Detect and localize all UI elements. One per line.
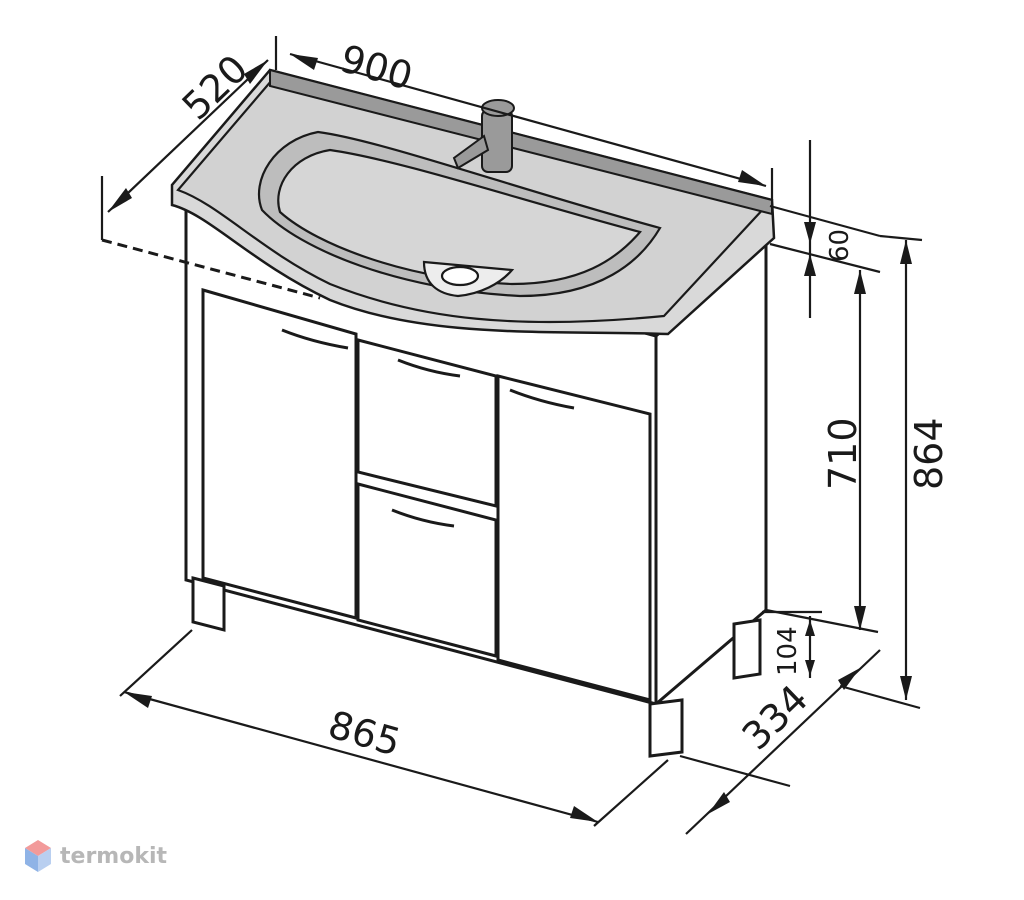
dim-line-base-width <box>123 690 599 824</box>
faucet-body <box>481 109 513 173</box>
right-door-handle <box>509 388 575 410</box>
watermark: termokit <box>24 836 167 876</box>
dim-line-top-width <box>289 52 767 188</box>
dim-top-height: 60 <box>825 229 855 262</box>
left-door <box>201 288 358 620</box>
drain-hole-icon <box>440 265 480 287</box>
watermark-text: termokit <box>60 843 168 869</box>
dim-base-depth: 334 <box>734 676 817 758</box>
lower-drawer <box>356 482 498 658</box>
termokit-logo-icon <box>25 840 51 872</box>
leg-front-left <box>191 576 226 632</box>
faucet-spout <box>452 134 490 170</box>
upper-drawer <box>356 338 498 508</box>
hidden-edge <box>101 238 321 300</box>
backsplash <box>269 68 773 216</box>
left-door-handle <box>281 328 349 350</box>
dim-base-width: 865 <box>324 702 406 764</box>
dim-line-depth <box>107 59 269 213</box>
leg-front-right <box>648 698 684 758</box>
dim-leg-height: 104 <box>773 626 803 676</box>
lower-drawer-handle <box>391 508 455 528</box>
bowl-inner <box>277 148 642 286</box>
dim-total-height: 864 <box>907 417 951 490</box>
dim-body-height: 710 <box>821 417 865 490</box>
upper-drawer-handle <box>397 358 461 378</box>
leg-back-right <box>732 618 762 680</box>
right-door <box>496 374 652 702</box>
